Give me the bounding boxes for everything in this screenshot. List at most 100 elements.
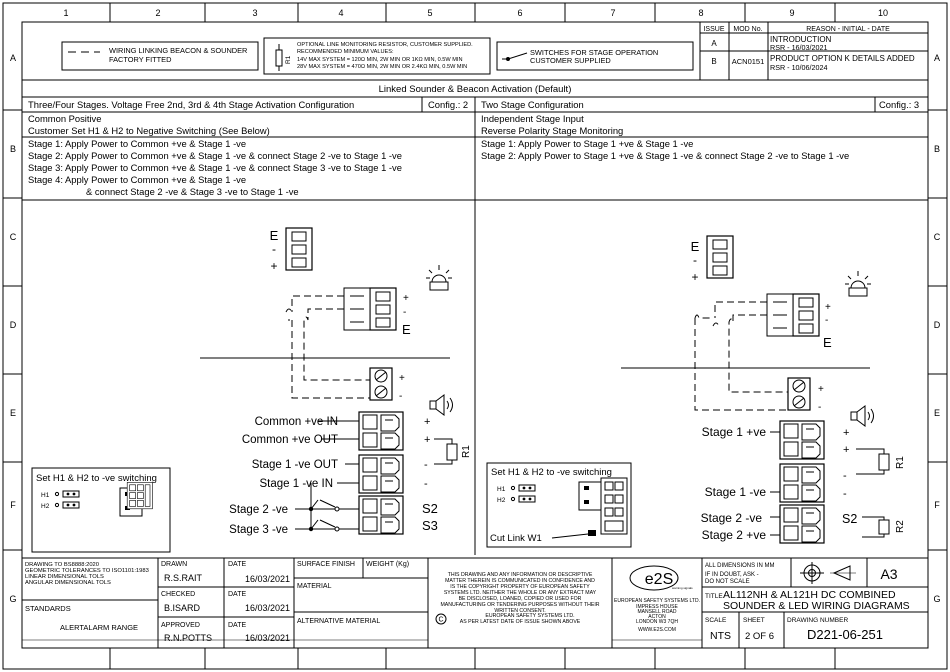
projection-symbol-icon — [800, 562, 856, 584]
rev-head-reason: REASON - INITIAL - DATE — [806, 26, 890, 33]
legend: WIRING LINKING BEACON & SOUNDER FACTORY … — [61, 37, 694, 75]
sounder-screw-terminal — [787, 377, 811, 411]
s2-label: S2 — [842, 512, 857, 526]
legend-switch-1: SWITCHES FOR STAGE OPERATION — [530, 48, 658, 57]
dims-1: ALL DIMENSIONS IN MM — [705, 563, 774, 569]
tol-2: GEOMETRIC TOLERANCES TO ISO1101:1983 — [25, 568, 149, 574]
rev-head-issue: ISSUE — [703, 26, 724, 33]
label-stage3: Stage 3 -ve — [229, 524, 288, 536]
label-common-out: Common +ve OUT — [242, 434, 338, 446]
col-label: 5 — [427, 8, 432, 18]
beacon-icon — [844, 270, 872, 297]
sounder-icon — [850, 405, 874, 427]
main-terminal — [358, 411, 404, 451]
copyright-line: SYSTEMS LTD. NEITHER THE WHOLE OR ANY EX… — [444, 590, 597, 596]
row-label: B — [934, 144, 940, 154]
legend-wiring-2: FACTORY FITTED — [109, 55, 171, 64]
right-config: Config.: 3 — [879, 99, 919, 110]
dims-2: IF IN DOUBT, ASK - — [705, 572, 759, 578]
h1-label: H1 — [497, 486, 506, 493]
beacon-e: E — [823, 335, 832, 350]
drawn-label: DRAWN — [161, 561, 187, 568]
main-terminal — [358, 495, 404, 535]
logo-tag: warning signals — [672, 586, 693, 590]
beacon-plus: + — [825, 302, 831, 313]
left-panel-header: Three/Four Stages. Voltage Free 2nd, 3rd… — [28, 99, 468, 197]
left-step: Stage 2: Apply Power to Common +ve & Sta… — [28, 150, 402, 161]
row-label: F — [934, 500, 940, 510]
right-line1: Independent Stage Input — [481, 113, 584, 124]
rev-mod: ACN0151 — [732, 57, 765, 66]
company-line: ACTON — [648, 614, 666, 620]
rev-sub: RSR - 10/06/2024 — [770, 63, 828, 72]
drawing-title-1: AL112NH & AL121H DC COMBINED — [723, 589, 896, 601]
label-common-in: Common +ve IN — [255, 416, 338, 428]
left-config: Config.: 2 — [428, 99, 468, 110]
title-block: DRAWING TO BS8888:2020 GEOMETRIC TOLERAN… — [22, 557, 928, 648]
legend-monitor-3: 14V MAX SYSTEM = 120Ω MIN, 2W MIN OR 1KΩ… — [297, 57, 463, 63]
right-diagram: E - + + - E + - Stage 1 +ve Stage 1 -ve … — [486, 235, 906, 548]
rev-issue: A — [711, 39, 717, 48]
col-label: 6 — [517, 8, 522, 18]
supply-terminal-block — [706, 235, 734, 279]
material-label: MATERIAL — [297, 583, 332, 590]
grid-columns-top: 1 2 3 4 5 6 7 8 9 10 — [63, 3, 888, 22]
h1-label: H1 — [41, 492, 50, 499]
pol-minus: - — [843, 488, 847, 500]
pol-plus: + — [843, 427, 849, 439]
grid-rows: A B C D E F G A B C D E F G — [3, 53, 947, 604]
main-terminal — [779, 420, 825, 460]
approved-by: R.N.POTTS — [164, 633, 212, 643]
rev-head-mod: MOD No. — [733, 26, 762, 33]
left-step: Stage 1: Apply Power to Common +ve & Sta… — [28, 138, 246, 149]
left-step: Stage 4: Apply Power to Common +ve & Sta… — [28, 174, 246, 185]
right-step: Stage 1: Apply Power to Stage 1 +ve & St… — [481, 138, 693, 149]
copyright-tail: EUROPEAN SAFETY SYSTEMS LTD. — [485, 613, 574, 619]
h-box-title: Set H1 & H2 to -ve switching — [36, 473, 157, 484]
alt-material-label: ALTERNATIVE MATERIAL — [297, 618, 380, 625]
main-terminal — [358, 454, 404, 494]
left-line2: Customer Set H1 & H2 to Negative Switchi… — [28, 125, 270, 136]
s3-label: S3 — [422, 518, 438, 533]
h-box-title: Set H1 & H2 to -ve switching — [491, 467, 612, 478]
scale-label: SCALE — [705, 617, 727, 624]
copyright-symbol: C — [438, 617, 443, 624]
row-label: G — [933, 594, 940, 604]
col-label: 2 — [155, 8, 160, 18]
tol-4: ANGULAR DIMENSIONAL TOLS — [25, 580, 111, 586]
resistor-r1 — [878, 453, 890, 471]
term-minus: - — [272, 242, 276, 256]
sounder-plus: + — [818, 384, 824, 395]
resistor-symbol — [275, 49, 283, 67]
row-label: G — [9, 594, 16, 604]
approved-label: APPROVED — [161, 622, 200, 629]
legend-wiring-1: WIRING LINKING BEACON & SOUNDER — [109, 46, 247, 55]
sounder-icon — [429, 394, 453, 416]
label-stage1-neg: Stage 1 -ve — [705, 485, 767, 499]
row-label: F — [10, 500, 16, 510]
pol-plus: + — [424, 434, 430, 446]
checked-label: CHECKED — [161, 591, 195, 598]
col-label: 3 — [252, 8, 257, 18]
sheet-size: A3 — [880, 566, 897, 582]
tol-3: LINEAR DIMENSIONAL TOLS — [25, 574, 104, 580]
supply-terminal-block — [285, 227, 313, 271]
pol-minus: - — [424, 478, 428, 490]
pol-minus: - — [424, 459, 428, 471]
tol-1: DRAWING TO BS8888:2020 — [25, 562, 99, 568]
left-line1: Common Positive — [28, 113, 101, 124]
h2-label: H2 — [497, 497, 506, 504]
right-line2: Reverse Polarity Stage Monitoring — [481, 125, 623, 136]
row-label: A — [10, 53, 16, 63]
rev-reason: INTRODUCTION — [770, 35, 832, 44]
left-panel-title: Three/Four Stages. Voltage Free 2nd, 3rd… — [28, 99, 354, 110]
term-e: E — [270, 228, 279, 243]
beacon-e: E — [402, 322, 411, 337]
label-stage2-pos: Stage 2 +ve — [702, 528, 767, 542]
col-label: 8 — [698, 8, 703, 18]
legend-r1: R1 — [285, 55, 292, 64]
sounder-screw-terminal — [369, 367, 393, 401]
beacon-icon — [425, 264, 453, 291]
row-label: D — [934, 320, 941, 330]
